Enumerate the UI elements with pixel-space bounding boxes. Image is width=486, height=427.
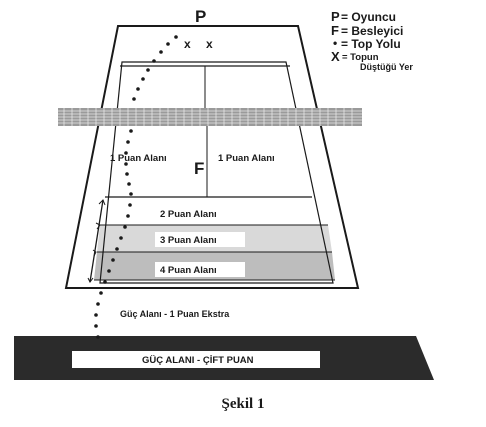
ball-path	[94, 35, 178, 339]
ball-path-dot	[141, 77, 145, 81]
power-double-label-box	[72, 351, 320, 368]
landing-mark-1: x	[184, 37, 191, 51]
legend-f-text: = Besleyici	[341, 24, 403, 38]
zone-arrow-line	[89, 199, 104, 283]
ball-path-dot	[136, 87, 140, 91]
ball-path-dot	[123, 225, 127, 229]
legend-x-text-2: Düştüğü Yer	[360, 62, 413, 72]
ball-path-dot	[174, 35, 178, 39]
service-box-outline	[99, 61, 334, 284]
zone-3-label-box	[155, 232, 245, 247]
ball-path-dot	[129, 192, 133, 196]
landing-mark-2: x	[206, 37, 213, 51]
legend-f-symbol: F	[331, 23, 339, 38]
ball-path-dot	[103, 280, 107, 284]
zone-arrow-heads	[87, 199, 106, 283]
ball-path-dot	[128, 203, 132, 207]
legend-dot-symbol: •	[333, 36, 337, 50]
legend-dot-text: = Top Yolu	[341, 37, 401, 51]
ball-path-dot	[166, 42, 170, 46]
ball-path-dot	[152, 59, 156, 63]
legend-x-text-1: = Topun	[342, 52, 379, 63]
player-marker: P	[195, 7, 206, 26]
ball-path-dot	[146, 68, 150, 72]
legend-p-symbol: P	[331, 9, 340, 24]
zone-right-label: 1 Puan Alanı	[218, 153, 275, 164]
legend-p-text: = Oyuncu	[341, 10, 396, 24]
legend-x-symbol: X	[331, 49, 340, 64]
legend: P = Oyuncu F = Besleyici • = Top Yolu X …	[331, 9, 413, 72]
zone-4-label-box	[155, 262, 245, 277]
ball-path-dot	[124, 162, 128, 166]
ball-path-dot	[96, 302, 100, 306]
ball-path-dot	[132, 97, 136, 101]
ball-path-dot	[125, 172, 129, 176]
zone-2-label-box	[155, 206, 257, 221]
zone-2-label: 2 Puan Alanı	[160, 209, 217, 220]
zone-4-label: 4 Puan Alanı	[160, 265, 217, 276]
power-double-label: GÜÇ ALANI - ÇİFT PUAN	[142, 355, 254, 366]
ball-path-dot	[129, 129, 133, 133]
feeder-marker: F	[194, 159, 204, 178]
net-mesh	[58, 108, 362, 126]
power-zone-label: Güç Alanı - 1 Puan Ekstra	[120, 309, 230, 319]
figure-caption: Şekil 1	[221, 396, 265, 412]
ball-path-dot	[96, 335, 100, 339]
ball-path-dot	[159, 50, 163, 54]
ball-path-dot	[115, 247, 119, 251]
ball-path-dot	[94, 324, 98, 328]
ball-path-dot	[99, 291, 103, 295]
ball-path-dot	[126, 214, 130, 218]
ball-path-dot	[124, 151, 128, 155]
ball-path-dot	[119, 236, 123, 240]
zone-left-label: 1 Puan Alanı	[110, 153, 167, 164]
ball-path-dot	[94, 313, 98, 317]
ball-path-dot	[126, 140, 130, 144]
zone-3-label: 3 Puan Alanı	[160, 235, 217, 246]
court-outline	[64, 25, 360, 289]
ball-path-dot	[127, 182, 131, 186]
ball-path-dot	[111, 258, 115, 262]
ball-path-dot	[107, 269, 111, 273]
